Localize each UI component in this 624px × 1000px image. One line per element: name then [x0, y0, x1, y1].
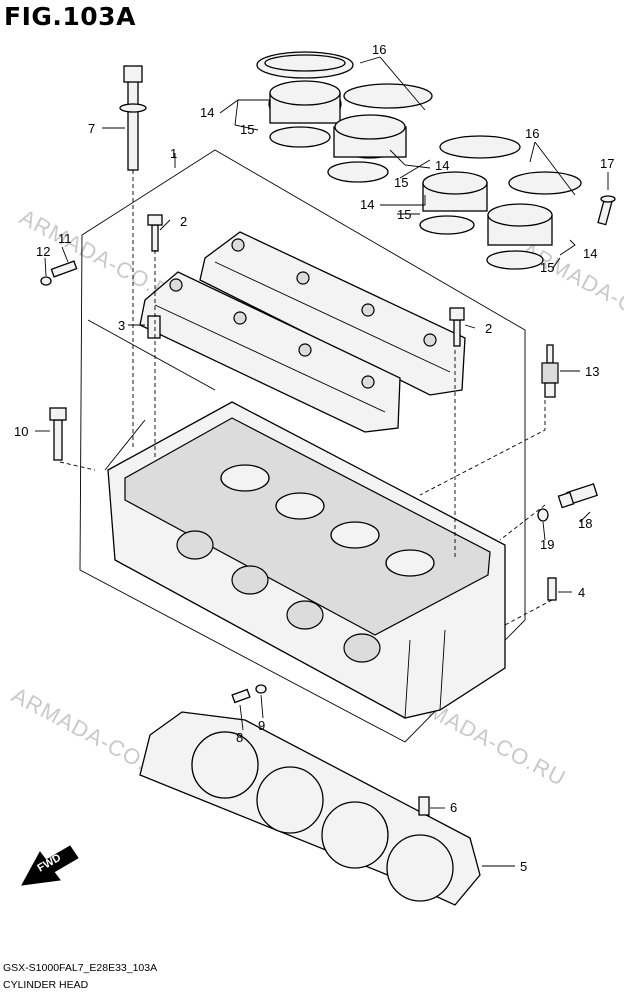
washer-9 [255, 684, 267, 694]
callout-19: 19 [540, 537, 554, 552]
callout-15-d: 15 [540, 260, 554, 275]
callout-9: 9 [258, 718, 265, 733]
cylinder-head [107, 401, 506, 719]
fwd-arrow-icon: FWD [21, 845, 79, 886]
callout-2-lower: 2 [485, 321, 492, 336]
callout-14-c: 14 [360, 197, 374, 212]
bolt-8 [231, 688, 251, 704]
callout-11: 11 [58, 231, 72, 246]
callout-10: 10 [14, 424, 28, 439]
head-gasket-5 [139, 711, 481, 906]
footer-section-name: CYLINDER HEAD [3, 979, 89, 991]
dowel-pin-6 [418, 796, 430, 816]
callout-1: 1 [170, 146, 177, 161]
sensor-18 [557, 483, 598, 509]
callout-16-a: 16 [372, 42, 386, 57]
callout-2-upper: 2 [180, 214, 187, 229]
intake-boot-1 [256, 51, 354, 148]
spark-plug-13 [541, 344, 559, 398]
callout-15-b: 15 [394, 175, 408, 190]
callout-15-a: 15 [240, 122, 254, 137]
camshaft-housing-intake [199, 231, 466, 396]
callout-14-a: 14 [200, 105, 214, 120]
footer-model-code: GSX-S1000FAL7_E28E33_103A [3, 962, 158, 974]
bolt-10 [49, 407, 67, 461]
dowel-pin-3 [147, 315, 161, 339]
figure-title: FIG.103A [4, 2, 136, 31]
callout-8: 8 [236, 730, 243, 745]
callout-numbers: 1 2 2 3 4 5 6 7 8 9 10 11 12 13 14 14 14… [14, 42, 614, 874]
footer: GSX-S1000FAL7_E28E33_103A CYLINDER HEAD [3, 960, 157, 994]
screw-17 [597, 195, 616, 226]
assembly-frame-inner [87, 319, 216, 471]
bolt-7 [119, 65, 147, 171]
callout-17: 17 [600, 156, 614, 171]
callout-4: 4 [578, 585, 585, 600]
leader-lines [35, 56, 609, 867]
bolt-2-upper [147, 214, 163, 252]
callout-7: 7 [88, 121, 95, 136]
callout-18: 18 [578, 516, 592, 531]
intake-boot-4 [486, 171, 582, 270]
callout-14-b: 14 [435, 158, 449, 173]
assembly-frame [79, 149, 526, 743]
washer-12 [40, 276, 52, 286]
callout-6: 6 [450, 800, 457, 815]
intake-boot-3 [419, 135, 521, 235]
bolt-2-lower [449, 307, 465, 347]
intake-boot-2 [327, 83, 433, 183]
callout-15-c: 15 [397, 207, 411, 222]
callout-3: 3 [118, 318, 125, 333]
callout-12: 12 [36, 244, 50, 259]
callout-5: 5 [520, 859, 527, 874]
washer-19 [537, 508, 549, 522]
callout-16-b: 16 [525, 126, 539, 141]
callout-14-d: 14 [583, 246, 597, 261]
bolt-11 [50, 260, 78, 278]
dowel-pin-4 [547, 577, 557, 601]
camshaft-housing-exhaust [139, 271, 401, 433]
callout-13: 13 [585, 364, 599, 379]
